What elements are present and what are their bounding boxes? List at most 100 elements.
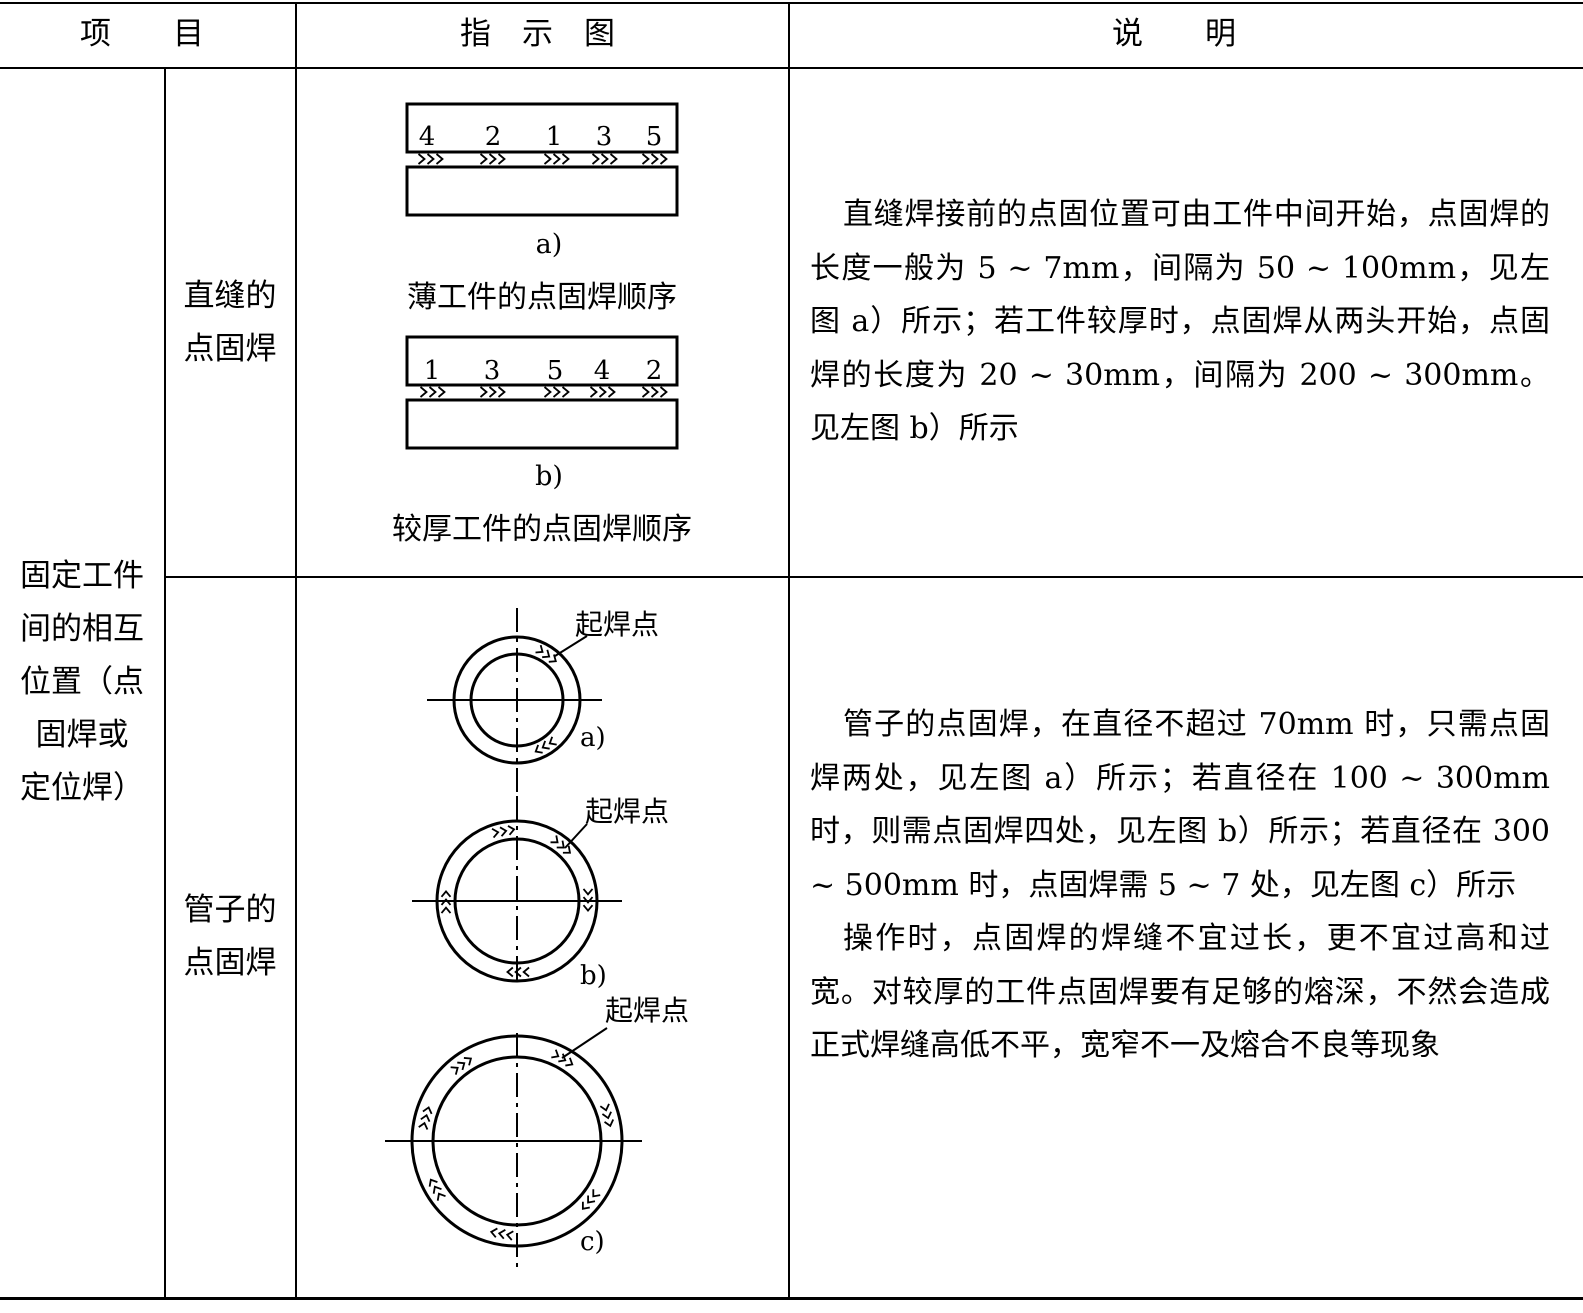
ring-weld [550,835,572,854]
weld-chevron [489,1227,498,1238]
straight-label-line: 直缝的 [183,278,277,314]
tack-welds-a [417,153,668,165]
start-point-label-b: 起焊点 [585,795,669,828]
weld-chevron [581,1201,590,1210]
weld-chevron [534,744,543,754]
ring-weld [489,1227,514,1241]
weld-chevron [440,906,452,914]
weld-chevron [457,1061,466,1071]
plate-bottom-a [405,165,679,217]
weld-chevron [601,1111,612,1120]
weld-chevron [420,1113,431,1123]
weld-chevron [550,835,559,844]
ring-weld [418,1106,433,1130]
weld-chevron [497,386,506,398]
weld-chevron [428,386,437,398]
weld-chevron [440,890,452,898]
weld-chevron [598,386,607,398]
weld-chevron [659,153,668,165]
ring-weld [599,1103,615,1128]
pipe-b: 起焊点 b) [412,795,669,991]
weld-chevron [591,153,600,165]
weld-chevron [422,1106,433,1115]
weld-chevron [609,153,618,165]
header-item: 项 目 [80,16,204,52]
straight-description-text: 直缝焊接前的点固位置可由工件中间开始，点固焊的长度一般为 5 ~ 7mm，间隔为… [810,197,1550,446]
weld-chevron [552,153,561,165]
weld-chevron [507,825,516,836]
pipe-label: 管子的 点固焊 [166,884,294,990]
weld-chevron [561,386,570,398]
pipe-a: 起焊点 a) [427,608,659,793]
weld-chevron [650,153,659,165]
ring-weld [582,888,594,912]
weld-chevron [488,153,497,165]
pipe-a-sublabel: a) [580,723,606,753]
bottom-border [0,1297,1583,1300]
weld-chevron [552,386,561,398]
weld-chevron [582,904,594,912]
col-divider-group [164,68,166,1298]
weld-chevron [419,386,428,398]
ring-weld [535,644,557,663]
seq-number: 5 [547,356,564,386]
weld-chevron [417,153,426,165]
header-diagram: 指 示 图 [460,16,615,52]
weld-chevron [599,1103,610,1112]
weld-chevron [435,153,444,165]
straight-seam-diagram: 4 2 1 3 5 a) 薄工件的点固焊顺序 1 3 5 4 2 b) 较厚工件… [392,102,692,547]
pipe-label-line: 点固焊 [183,945,277,981]
weld-chevron [497,1229,506,1240]
weld-chevron [556,840,565,849]
tack-welds-b [419,386,668,398]
group-label-line: 固定工件 [20,558,144,594]
weld-chevron [479,386,488,398]
weld-chevron [491,827,500,839]
seq-number: 2 [485,122,502,152]
weld-chevron [543,386,552,398]
ring-weld [534,736,557,754]
weld-chevron [659,386,668,398]
weld-chevron [505,1230,514,1241]
weld-chevron [600,153,609,165]
leader-line-c [561,1027,608,1059]
pipe-description-text-1: 管子的点固焊，在直径不超过 70mm 时，只需点固焊两处，见左图 a）所示；若直… [810,707,1550,903]
pipe-c-sublabel: c) [580,1227,605,1257]
leader-line-b [564,823,588,849]
leader-line-a [554,635,588,657]
weld-chevron [535,644,544,654]
weld-chevron [432,1185,442,1194]
seq-number: 3 [596,122,613,152]
fig-b-sublabel: b) [535,461,563,492]
ring-weld [450,1057,473,1075]
weld-chevron [479,153,488,165]
ring-weld [440,890,452,914]
weld-chevron [450,1066,459,1075]
ring-weld [428,1178,446,1201]
top-border [0,2,1583,4]
weld-chevron [506,966,514,978]
pipe-b-sublabel: b) [580,961,607,991]
weld-chevron [551,1049,560,1059]
weld-chevron [604,1119,615,1128]
weld-chevron [607,386,616,398]
group-label-line: 定位焊） [20,770,144,806]
weld-chevron [587,1195,596,1204]
pipe-diagram: 起焊点 a) 起焊点 b) 起焊点 c) [385,608,689,1268]
weld-chevron [561,153,570,165]
weld-chevron [522,966,530,978]
group-label: 固定工件 间的相互 位置（点 固焊或 定位焊） [6,550,158,815]
weld-chevron [582,888,594,896]
weld-chevron [565,1057,574,1067]
weld-chevron [428,1178,438,1187]
group-label-line: 间的相互 [20,611,144,647]
weld-chevron [463,1057,473,1066]
weld-chevron [543,153,552,165]
weld-chevron [440,898,452,906]
weld-chevron [514,966,522,978]
weld-chevron [488,386,497,398]
weld-chevron [437,386,446,398]
plate-top-a [405,102,679,154]
ring-weld [491,825,516,839]
pipe-description: 管子的点固焊，在直径不超过 70mm 时，只需点固焊两处，见左图 a）所示；若直… [810,698,1550,1073]
